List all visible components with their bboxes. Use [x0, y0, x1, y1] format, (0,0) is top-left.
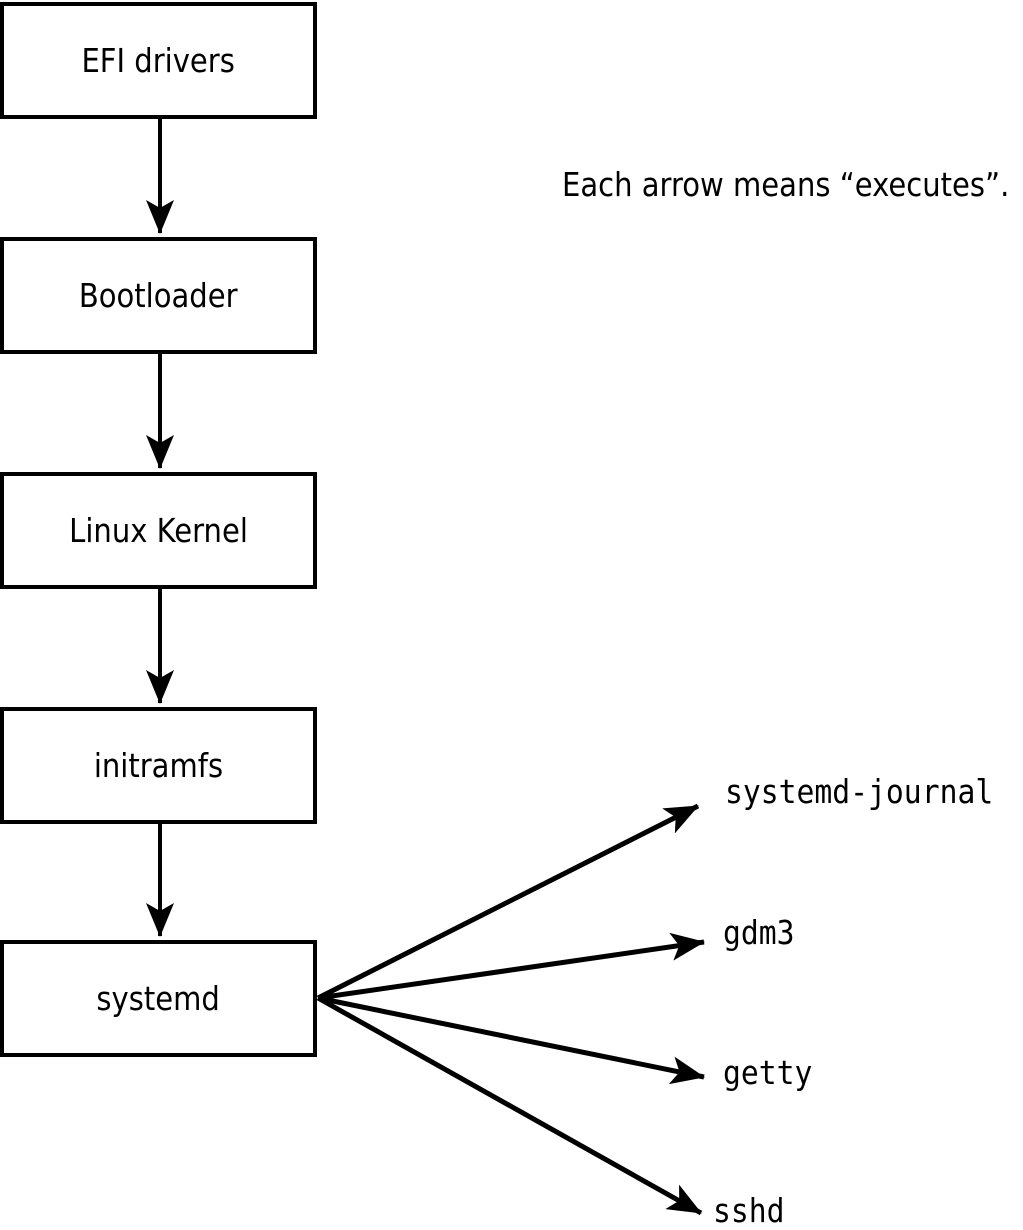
label-systemd-journal: systemd-journal: [725, 771, 1023, 811]
caption-text: Each arrow means “executes”.: [562, 164, 1010, 204]
node-label: systemd: [96, 979, 221, 1018]
process-name: sshd: [713, 1190, 785, 1230]
edge-systemd-to-sshd: [316, 995, 703, 1216]
node-initramfs: initramfs: [0, 707, 317, 824]
edge-systemd-to-journal: [316, 803, 700, 1001]
process-name: gdm3: [723, 912, 795, 952]
node-efi-drivers: EFI drivers: [0, 2, 317, 119]
edge-systemd-to-gdm3: [317, 932, 705, 1001]
label-getty: getty: [723, 1052, 822, 1092]
node-label: Bootloader: [79, 276, 238, 315]
node-bootloader: Bootloader: [0, 237, 317, 354]
label-gdm3: gdm3: [723, 912, 802, 952]
node-label: Linux Kernel: [69, 511, 248, 550]
node-label: initramfs: [93, 746, 224, 785]
label-sshd: sshd: [713, 1190, 792, 1230]
node-linux-kernel: Linux Kernel: [0, 472, 317, 589]
process-name: getty: [723, 1052, 813, 1092]
edge-systemd-to-getty: [317, 995, 705, 1085]
process-name: systemd-journal: [725, 771, 994, 811]
node-systemd: systemd: [0, 940, 317, 1057]
node-label: EFI drivers: [81, 41, 236, 80]
caption-arrow-meaning: Each arrow means “executes”.: [562, 164, 1023, 204]
